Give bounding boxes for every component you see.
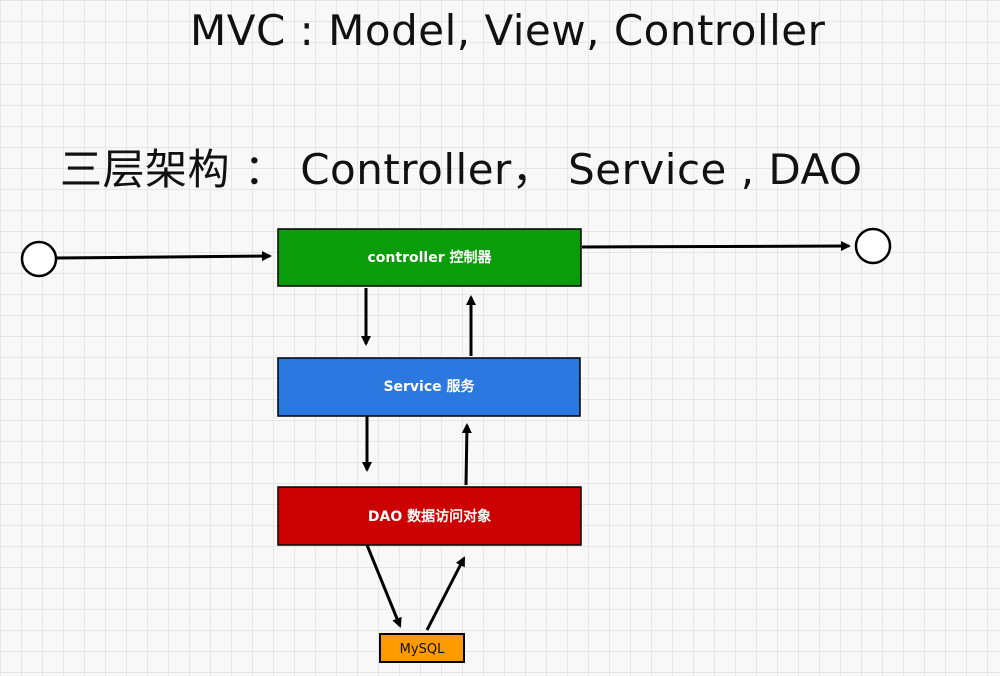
dao-to-mysql-arrow <box>365 544 402 628</box>
request-arrow <box>56 251 272 262</box>
mysql-label: MySQL <box>400 642 445 657</box>
controller-box <box>277 228 582 287</box>
response-end-node <box>854 227 892 265</box>
dao-box <box>277 486 582 546</box>
service-layer: Service 服务 <box>277 357 581 417</box>
request-start-node <box>20 240 58 278</box>
mysql-box <box>379 633 465 663</box>
dao-label: DAO 数据访问对象 <box>368 508 491 525</box>
diagram-subtitle: 三层架构 ： Controller， Service , DAO <box>60 145 863 194</box>
service-box <box>277 357 581 417</box>
dao-to-service-arrow <box>461 423 472 486</box>
controller-label: controller 控制器 <box>368 249 493 266</box>
mysql-to-dao-arrow <box>425 556 466 631</box>
diagram-title: MVC : Model, View, Controller <box>190 6 826 55</box>
dao-layer: DAO 数据访问对象 <box>277 486 582 546</box>
mysql-database: MySQL <box>379 633 465 663</box>
response-arrow <box>581 241 851 252</box>
controller-layer: controller 控制器 <box>277 228 582 287</box>
service-label: Service 服务 <box>383 378 475 395</box>
